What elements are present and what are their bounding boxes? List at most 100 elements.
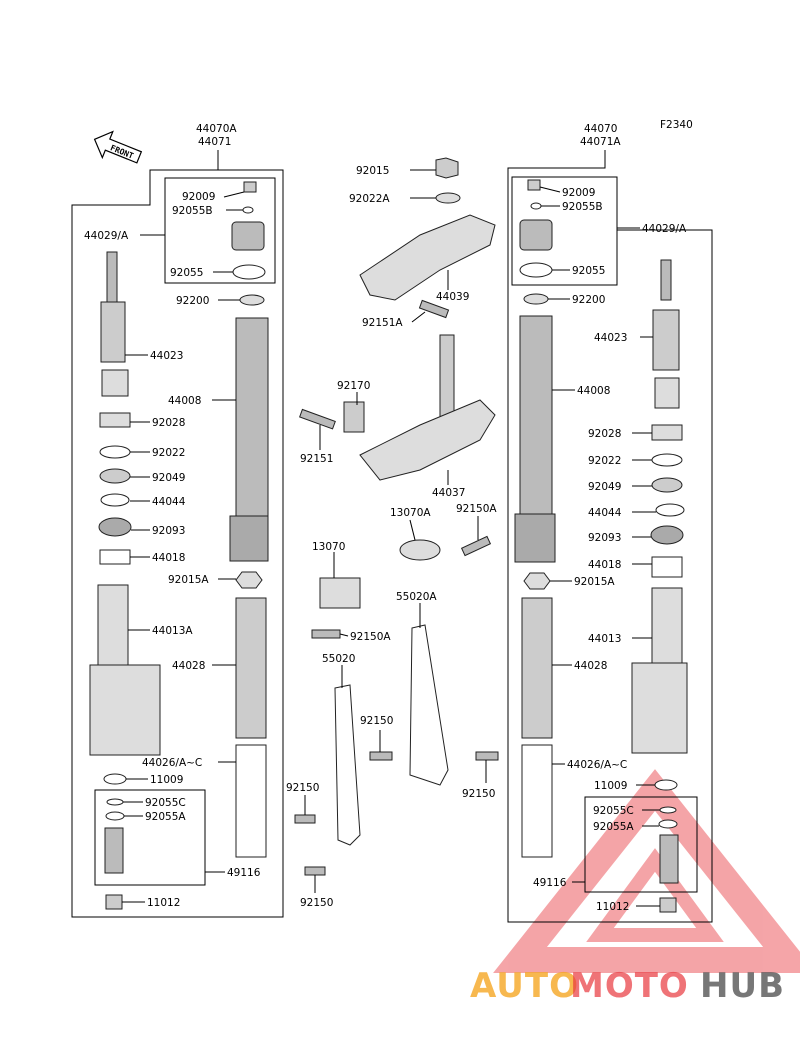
right-header-2: 44071A (580, 136, 621, 148)
left-label-11012: 11012 (147, 897, 180, 909)
right-bushing-92028 (651, 424, 683, 441)
right-bushing-44018 (651, 556, 683, 578)
front-arrow-icon: FRONT (93, 130, 143, 164)
left-label-49116: 49116 (227, 867, 261, 879)
right-label-92015a: 92015A (574, 576, 615, 588)
center-label-92151a: 92151A (362, 317, 403, 329)
left-label-92028: 92028 (152, 417, 185, 429)
center-bolt-92150-d (304, 866, 326, 876)
right-oring-92055 (519, 262, 553, 278)
left-label-44018: 44018 (152, 552, 185, 564)
figure-code: F2340 (660, 119, 693, 131)
right-label-92093: 92093 (588, 532, 621, 544)
left-seal-92049 (99, 468, 131, 484)
right-fork-tube-44008 (519, 315, 553, 517)
left-label-92093: 92093 (152, 525, 185, 537)
left-label-44028: 44028 (172, 660, 205, 672)
right-label-92055a: 92055A (593, 821, 634, 833)
left-label-44008: 44008 (168, 395, 201, 407)
center-nut-92015 (435, 157, 459, 179)
right-cap-bolt (519, 219, 553, 251)
center-label-44039: 44039 (436, 291, 469, 303)
right-fork-assembly: 44070 44071A (507, 123, 713, 923)
center-guard-55020 (334, 684, 361, 846)
center-label-13070: 13070 (312, 541, 345, 553)
right-label-44044: 44044 (588, 507, 622, 519)
center-label-44037: 44037 (432, 487, 465, 499)
right-label-11009: 11009 (594, 780, 627, 792)
center-label-55020a: 55020A (396, 591, 437, 603)
left-rod-44029 (106, 251, 118, 303)
right-spring-44026 (521, 744, 553, 858)
left-oring-92055 (232, 264, 266, 280)
right-axle-holder (631, 662, 688, 754)
center-label-92150a-top: 92150A (456, 503, 497, 515)
left-nut-92015a (235, 571, 263, 589)
center-clamp-13070 (319, 577, 361, 609)
left-oring-92055c (106, 798, 124, 806)
right-damper-44023 (652, 309, 680, 371)
right-seal-92049 (651, 477, 683, 493)
left-piece (101, 369, 129, 397)
left-header-2: 44071 (198, 136, 231, 148)
center-bolt-92151 (299, 408, 336, 430)
center-label-92150-d: 92150 (300, 897, 333, 909)
left-bushing-44018 (99, 549, 131, 565)
right-rod-44029 (660, 259, 672, 301)
right-oring-92055c (659, 806, 677, 814)
right-label-44023: 44023 (594, 332, 627, 344)
left-cylinder-44028 (235, 597, 267, 739)
left-label-92009: 92009 (182, 191, 215, 203)
center-label-55020: 55020 (322, 653, 355, 665)
right-screw-92009 (527, 179, 541, 191)
right-label-92055c: 92055C (593, 805, 634, 817)
center-guard-55020a (409, 624, 449, 786)
right-label-92200: 92200 (572, 294, 605, 306)
left-label-92055b: 92055B (172, 205, 213, 217)
right-washer-11009 (654, 779, 678, 791)
right-clip-44044 (655, 503, 685, 517)
center-label-92150-b: 92150 (462, 788, 495, 800)
center-bolt-92150a-top (460, 535, 492, 557)
center-bolt-92150-b (475, 751, 499, 761)
left-label-44026: 44026/A~C (142, 757, 202, 769)
right-slider-44013 (651, 587, 683, 664)
center-upper-bracket-44039 (359, 214, 496, 301)
right-cylinder-44028 (521, 597, 553, 739)
left-label-92015a: 92015A (168, 574, 209, 586)
left-fork-tube-44008 (235, 317, 269, 519)
right-seal-92093 (650, 525, 684, 545)
right-washer-92022 (651, 453, 683, 467)
right-label-92009: 92009 (562, 187, 595, 199)
center-label-92015: 92015 (356, 165, 389, 177)
left-label-92022: 92022 (152, 447, 185, 459)
center-label-92022a: 92022A (349, 193, 390, 205)
right-oring-92055a (658, 819, 678, 829)
right-label-44018: 44018 (588, 559, 621, 571)
right-label-44008: 44008 (577, 385, 610, 397)
right-nut-92015a (523, 572, 551, 590)
left-clip-44044 (100, 493, 130, 507)
watermark-logo: AUTO MOTO HUB (470, 966, 784, 1006)
center-assembly: 92015 92022A 44039 92151A 92170 92151 44… (286, 157, 499, 909)
left-oring-92055b (242, 206, 254, 214)
right-header-1: 44070 (584, 123, 617, 135)
right-label-44013: 44013 (588, 633, 621, 645)
center-bolt-92151a (418, 299, 450, 319)
left-cap-bolt (231, 221, 265, 251)
left-axle-holder (89, 664, 161, 756)
left-label-44023: 44023 (150, 350, 183, 362)
left-label-92049: 92049 (152, 472, 185, 484)
left-washer-11009 (103, 773, 127, 785)
left-label-44044: 44044 (152, 496, 186, 508)
left-washer-92200 (239, 294, 265, 306)
center-label-92150a: 92150A (350, 631, 391, 643)
watermark-triangle-icon (493, 769, 800, 973)
left-slider-44013a (97, 584, 129, 666)
center-label-92170: 92170 (337, 380, 370, 392)
left-label-92055c: 92055C (145, 797, 186, 809)
left-label-44013a: 44013A (152, 625, 193, 637)
right-tube-bottom (514, 513, 556, 563)
left-oring-92055a (105, 811, 125, 821)
